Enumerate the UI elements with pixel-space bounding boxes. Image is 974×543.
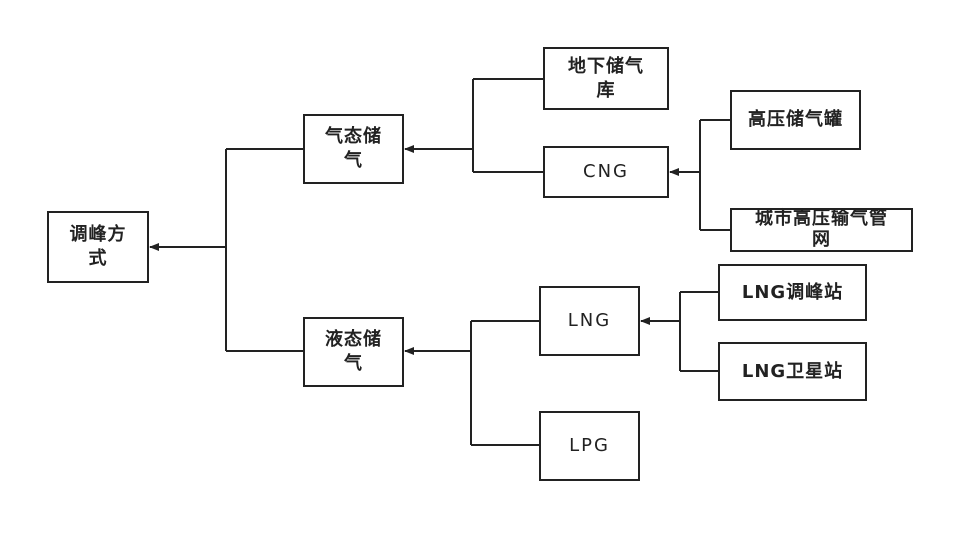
node-label: CNG (583, 161, 629, 182)
node-label: 地下储气库 (567, 55, 644, 101)
node-root[interactable]: 调峰方式 (47, 211, 149, 283)
connector-lng (679, 291, 718, 372)
node-lng-peak[interactable]: LNG调峰站 (718, 264, 867, 321)
node-lng-satellite[interactable]: LNG卫星站 (718, 342, 867, 401)
node-liquid[interactable]: 液态储气 (303, 317, 404, 387)
connector-cng (699, 119, 730, 231)
node-label: 液态储气 (325, 329, 382, 374)
node-label: LNG卫星站 (741, 360, 844, 382)
node-underground[interactable]: 地下储气库 (543, 47, 669, 110)
node-hp-tank[interactable]: 高压储气罐 (730, 90, 861, 150)
node-label: 气态储气 (325, 126, 382, 171)
node-cng[interactable]: CNG (543, 146, 669, 198)
node-label: LNG调峰站 (741, 281, 844, 303)
node-city-pipe[interactable]: 城市高压输气管网 (730, 208, 913, 252)
node-label: 高压储气罐 (748, 109, 843, 130)
node-gas[interactable]: 气态储气 (303, 114, 404, 184)
connector-gas (472, 78, 543, 173)
node-label: LNG (567, 310, 612, 331)
connector-liquid (470, 320, 539, 446)
connector-root (225, 148, 303, 352)
node-label: 城市高压输气管网 (755, 208, 888, 250)
node-label: 调峰方式 (69, 224, 127, 269)
node-lng[interactable]: LNG (539, 286, 640, 356)
node-label: LPG (569, 435, 610, 456)
node-lpg[interactable]: LPG (539, 411, 640, 481)
